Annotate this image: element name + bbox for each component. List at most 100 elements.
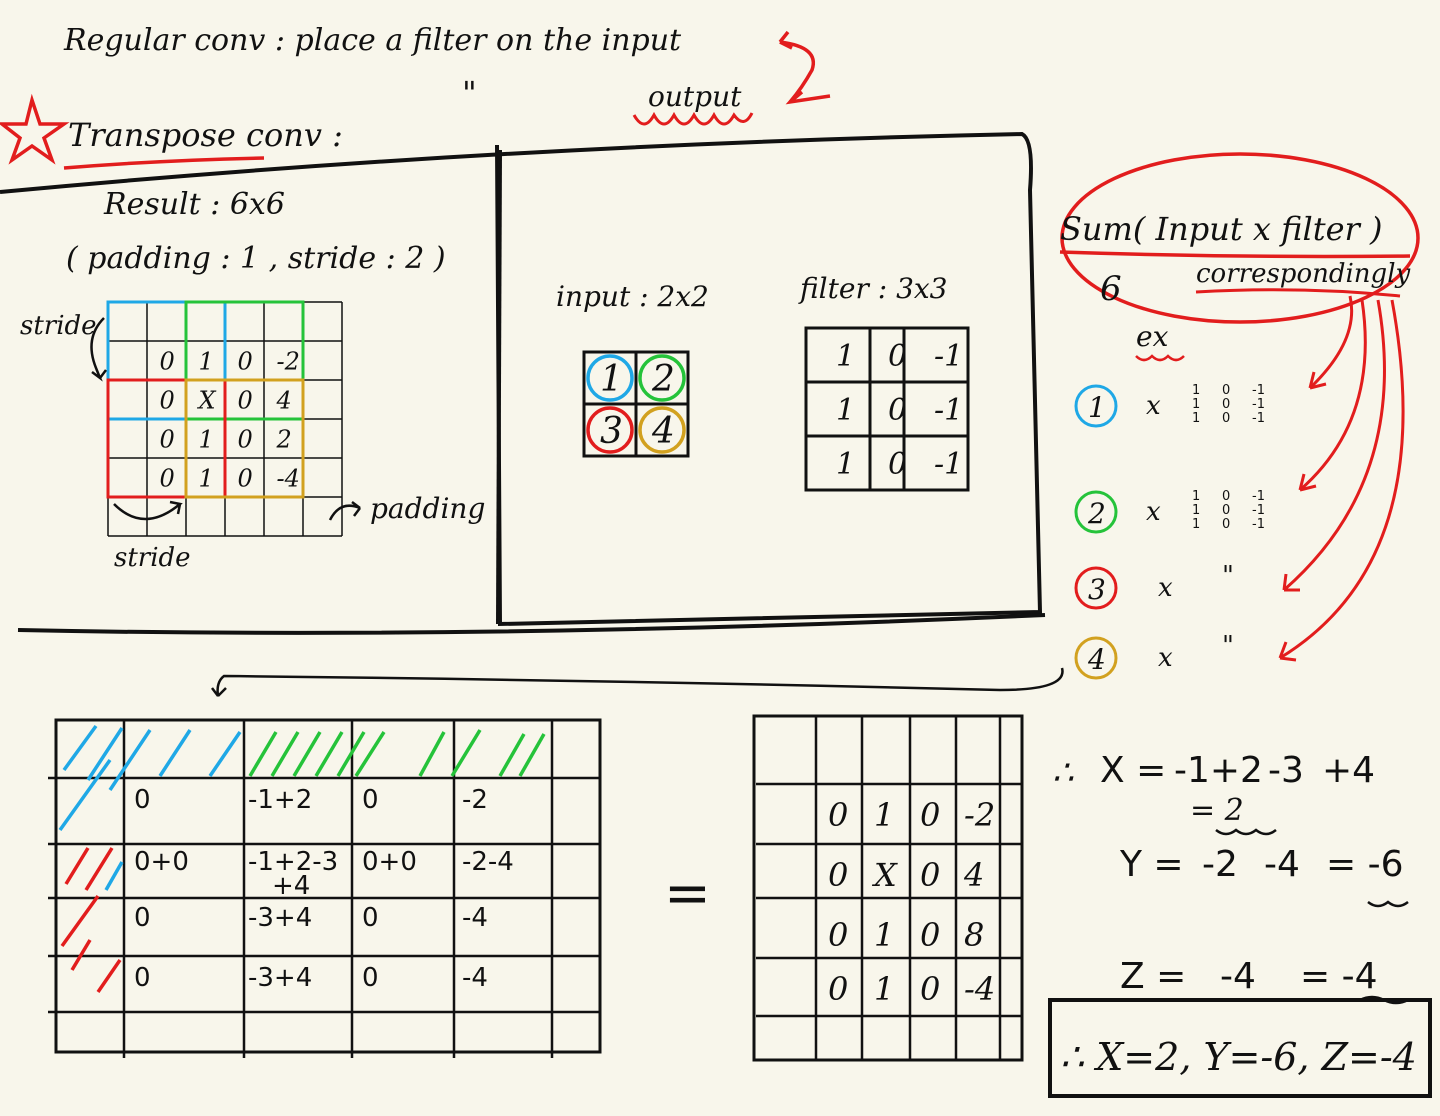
table-cell-text: 0 (134, 963, 151, 993)
transpose-conv-text: Transpose conv : (68, 116, 343, 154)
equation-part: = -6 (1326, 844, 1404, 885)
flow-arrow-down (211, 667, 1064, 697)
hatch-mark (208, 731, 242, 777)
table-cell-text: +4 (272, 871, 310, 901)
grid-cell: 0 (160, 426, 175, 454)
green-window (184, 300, 305, 421)
equation-part: Z = (1120, 956, 1186, 997)
mini-filter-value: 0 (1222, 489, 1230, 504)
hatch-mark (108, 729, 152, 791)
result-grid-value: 1 (874, 796, 894, 834)
input-value: 1 (600, 359, 623, 400)
equation-part: = -4 (1300, 956, 1378, 997)
arrow-step-3 (1283, 299, 1386, 592)
equation-part: -2 (1202, 844, 1238, 885)
padding-label: padding (370, 492, 485, 525)
panel-divider (496, 149, 502, 625)
table-cell-text: -3+4 (248, 963, 312, 993)
table-cell-text: 0+0 (362, 847, 417, 877)
hatch-mark (314, 731, 344, 777)
regular-conv-text: Regular conv : place a filter on the inp… (63, 23, 682, 58)
hatch-mark (70, 939, 92, 971)
hatch-mark (58, 758, 112, 832)
hatch-mark (64, 847, 90, 885)
table-cell-text: 0 (362, 785, 379, 815)
hatch-mark (96, 959, 122, 993)
mini-filter-value: 1 (1192, 489, 1200, 504)
grid-cell: 0 (238, 348, 253, 376)
table-cell-text: -4 (462, 903, 488, 933)
table-cell-text: 0 (362, 903, 379, 933)
table-cell-text: -4 (462, 963, 488, 993)
mini-filter-value: -1 (1252, 517, 1265, 532)
step-ditto: " (1222, 561, 1234, 591)
hatch-mark (270, 731, 300, 777)
table-cell-text: -1+2 (248, 785, 312, 815)
hatch-mark (86, 727, 124, 781)
final-answer-box (1048, 998, 1432, 1098)
swap-arrow (779, 40, 831, 105)
table-cell-text: 0 (134, 903, 151, 933)
hatch-mark (498, 733, 526, 777)
step-circle (1074, 566, 1118, 610)
equation-part: -1+2 (1174, 750, 1263, 791)
formula-ellipse (1060, 152, 1420, 324)
equation-part: -3 (1268, 750, 1304, 791)
params-label: ( padding : 1 , stride : 2 ) (66, 241, 446, 276)
grid-cell: 1 (199, 348, 214, 376)
result-grid-value: 0 (828, 796, 848, 834)
stride-bottom-arrow (113, 500, 183, 521)
hatch-mark (60, 894, 100, 948)
input-value: 3 (600, 411, 623, 452)
red-window (106, 378, 227, 499)
top-panel-frame (0, 131, 1043, 627)
table-cell-text: -2-4 (462, 847, 514, 877)
hatch-mark (104, 861, 124, 891)
mini-filter-value: -1 (1252, 489, 1265, 504)
filter-value: 0 (888, 447, 907, 482)
result-grid-value: 0 (828, 916, 848, 954)
hatch-mark (158, 729, 192, 777)
grid-cell: -2 (277, 348, 300, 376)
arrow-step-2 (1299, 299, 1367, 492)
input-circle (586, 406, 634, 454)
stride-top-arrow (90, 317, 107, 382)
hatch-mark (84, 847, 114, 891)
mini-filter-value: -1 (1252, 397, 1265, 412)
correspondingly-text: correspondingly (1196, 259, 1411, 289)
filter-value: 0 (888, 339, 907, 374)
arrow-step-4 (1279, 299, 1405, 660)
result-grid-value: 8 (964, 916, 984, 954)
hatch-mark (336, 731, 366, 777)
grid-cell: 4 (276, 387, 292, 415)
step-multiply: x (1158, 643, 1173, 673)
blue-window (106, 300, 227, 421)
mini-filter-value: 1 (1192, 517, 1200, 532)
table-cell-text: 0 (362, 963, 379, 993)
mini-filter-value: -1 (1252, 411, 1265, 426)
step-multiply: x (1158, 573, 1173, 603)
hatch-mark (62, 724, 98, 772)
grid-cell: 1 (199, 465, 214, 493)
mini-filter-value: 1 (1192, 397, 1200, 412)
step-circle (1074, 490, 1118, 534)
equals-sign: = (664, 861, 711, 926)
table-cell-text: -1+2-3 (248, 847, 338, 877)
input-value: 4 (651, 411, 675, 452)
step-number: 3 (1088, 573, 1106, 606)
transpose-underline (63, 156, 265, 170)
hatch-mark (248, 731, 278, 777)
grid-cell: 0 (160, 348, 175, 376)
filter-size-label: filter : 3x3 (798, 272, 948, 305)
mini-filter-value: 0 (1222, 517, 1230, 532)
equation-part: Y = (1119, 844, 1184, 885)
result-grid-value: 0 (920, 856, 940, 894)
table-cell-text: -3+4 (248, 903, 312, 933)
final-answer: ∴ X=2, Y=-6, Z=-4 (1060, 1035, 1417, 1079)
filter-value: 1 (836, 447, 855, 482)
equation-part: +4 (1322, 750, 1375, 791)
